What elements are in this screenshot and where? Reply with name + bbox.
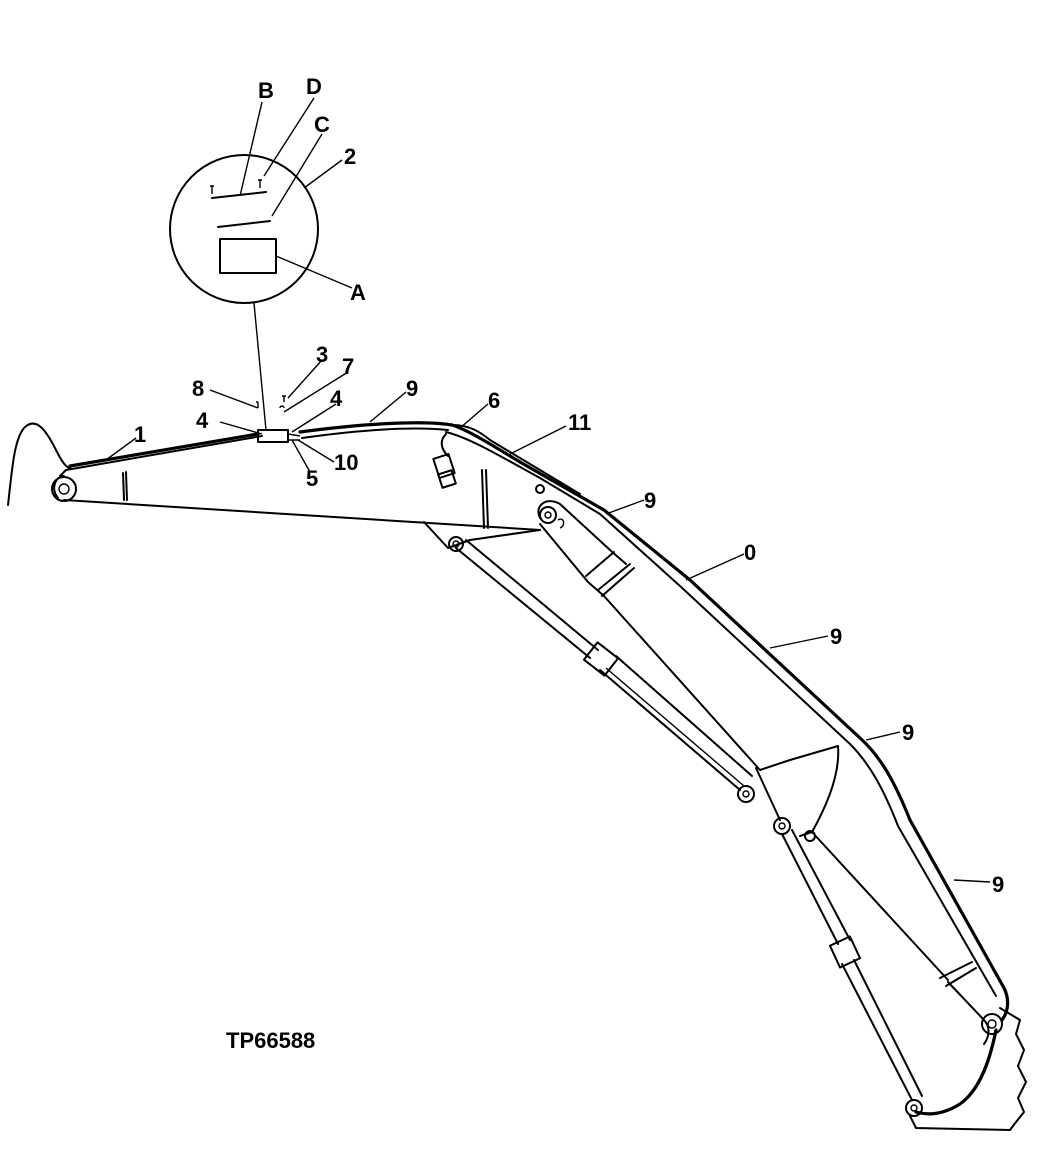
callout-3: 3 <box>316 342 328 367</box>
callout-5: 5 <box>306 466 318 491</box>
boom <box>51 421 581 552</box>
detail-label-c: C <box>314 112 330 137</box>
callout-8: 8 <box>192 376 204 401</box>
clamp-block <box>257 429 289 443</box>
detail-label-d: D <box>306 74 322 99</box>
detail-label-b: B <box>258 78 274 103</box>
callout-0: 0 <box>744 540 756 565</box>
callout-4-left: 4 <box>196 408 209 433</box>
stick <box>445 423 1010 1045</box>
callout-7: 7 <box>342 354 354 379</box>
callout-labels: B D C 2 A 3 7 8 4 9 4 6 11 1 5 10 9 0 9 … <box>134 74 1004 1053</box>
detail-label-a: A <box>350 280 366 305</box>
callout-6: 6 <box>488 388 500 413</box>
callout-10: 10 <box>334 450 358 475</box>
callout-9-stick-4: 9 <box>992 872 1004 897</box>
figure-code: TP66588 <box>226 1028 315 1053</box>
callout-11: 11 <box>568 410 591 435</box>
callout-9-stick-1: 9 <box>644 488 656 513</box>
bucket-cylinder <box>773 817 923 1117</box>
detail-circle <box>169 154 319 304</box>
detail-label-2: 2 <box>344 144 356 169</box>
bucket-end <box>909 1007 1027 1131</box>
cable <box>7 422 73 506</box>
decal-a <box>219 238 277 274</box>
callout-4-right: 4 <box>330 386 343 411</box>
boom-cylinder <box>455 539 755 803</box>
callout-9-stick-2: 9 <box>830 624 842 649</box>
callout-9-top: 9 <box>406 376 418 401</box>
callout-1: 1 <box>134 422 146 447</box>
detail-view <box>169 154 319 431</box>
leader-lines <box>105 97 991 883</box>
callout-9-stick-3: 9 <box>902 720 914 745</box>
